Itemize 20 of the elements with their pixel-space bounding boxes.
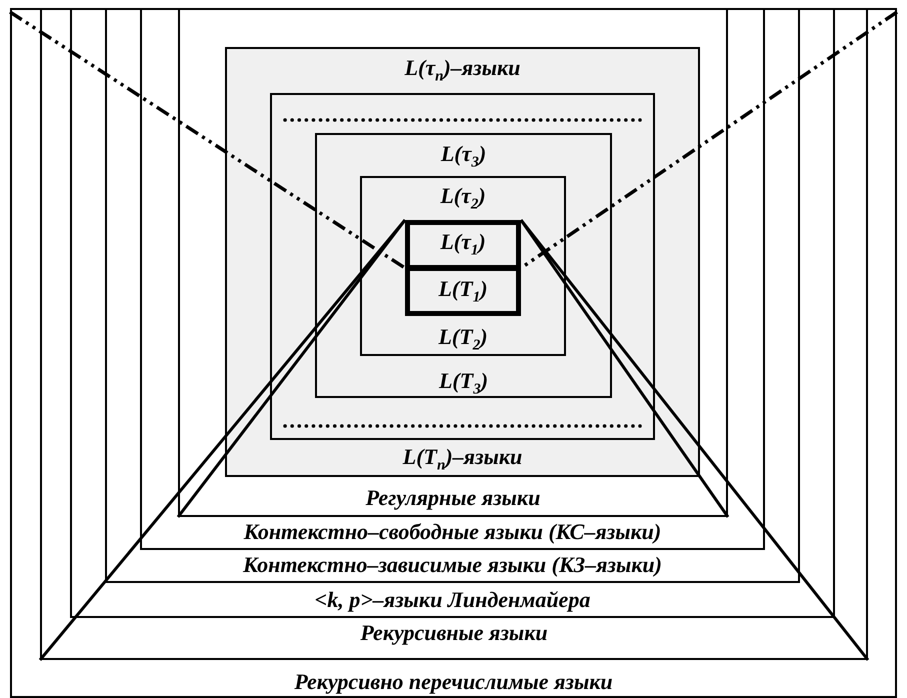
language-class-box xyxy=(140,8,765,550)
language-class-label: L(T$_{2}$) xyxy=(438,325,488,349)
language-class-box xyxy=(225,47,700,477)
language-class-box xyxy=(178,8,728,517)
language-class-label: Контекстно–свободные языки (КС–языки) xyxy=(244,520,662,544)
language-class-label: Рекурсивные языки xyxy=(360,621,548,645)
language-class-label: L(T$_{3}$) xyxy=(438,369,488,393)
language-class-label: L(τ$_{1}$) xyxy=(440,230,486,254)
language-class-label: Рекурсивно перечислимые языки xyxy=(294,670,613,694)
language-class-label: L(T$_{n}$)–языки xyxy=(402,445,522,469)
language-class-label: L(τ$_{n}$)–языки xyxy=(404,56,520,80)
language-class-box xyxy=(270,93,655,440)
language-class-label: <k, p>–языки Линденмайера xyxy=(314,588,590,612)
language-class-label: L(τ$_{3}$) xyxy=(440,142,486,166)
language-class-label: Контекстно–зависимые языки (КЗ–языки) xyxy=(243,553,662,577)
language-class-box xyxy=(360,176,566,356)
language-class-label: Регулярные языки xyxy=(366,486,540,510)
language-class-box xyxy=(315,133,612,398)
language-class-label: L(τ$_{2}$) xyxy=(440,184,486,208)
language-class-label: L(T$_{1}$) xyxy=(438,277,488,301)
